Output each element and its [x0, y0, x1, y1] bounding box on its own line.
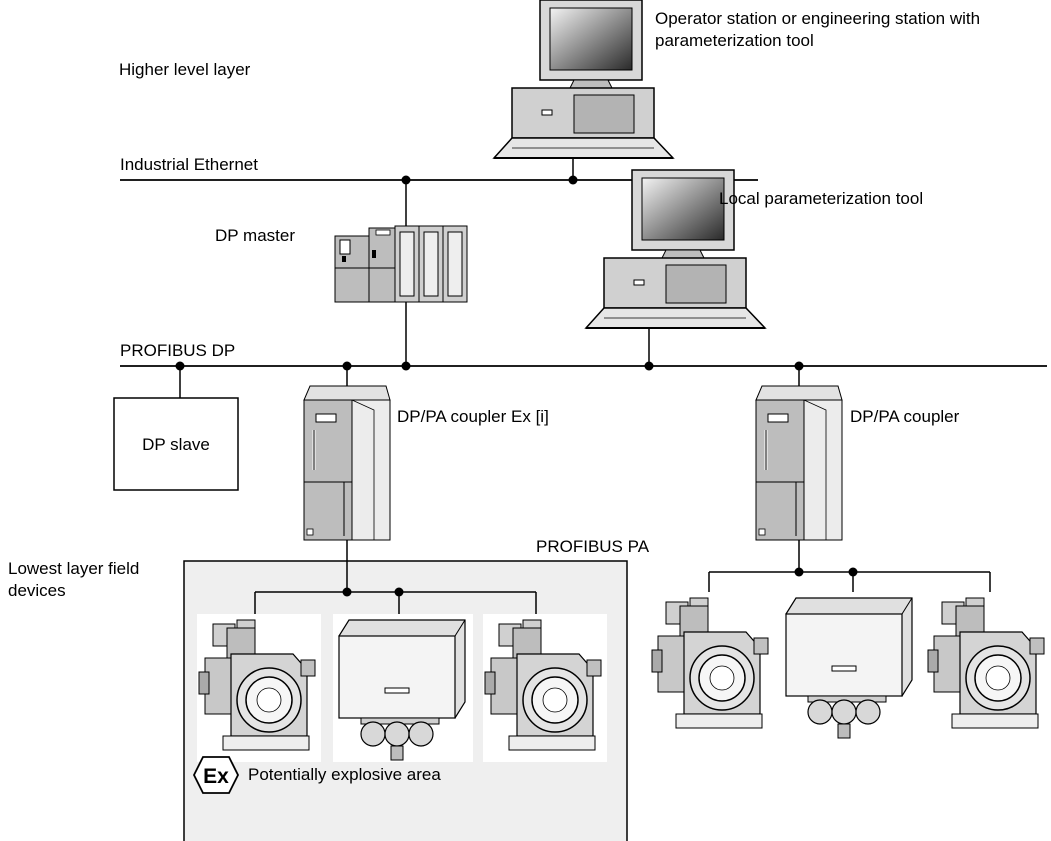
positioner-icon: [332, 613, 474, 763]
profibus-pa-label: PROFIBUS PA: [536, 537, 650, 556]
dp-master-label: DP master: [215, 226, 295, 245]
higher-level-layer-label: Higher level layer: [119, 60, 251, 79]
pressure-transmitter-icon: [925, 591, 1051, 741]
explosive-area-label: Potentially explosive area: [248, 765, 441, 784]
coupler-ex-label: DP/PA coupler Ex [i]: [397, 407, 549, 426]
positioner-icon: [779, 591, 921, 741]
junction-dots: [175, 175, 858, 597]
ex-hazard-icon: Ex: [192, 756, 240, 794]
operator-station-computer-icon: [493, 0, 674, 159]
dp-slave-label: DP slave: [142, 435, 210, 454]
operator-station-label: Operator station or engineering station …: [655, 9, 981, 50]
local-tool-label: Local parameterization tool: [719, 189, 924, 208]
pressure-transmitter-icon: [649, 591, 775, 741]
coupler-ex-coupler-icon: [302, 384, 392, 542]
pressure-transmitter-icon: [482, 613, 608, 763]
dp-slave-box: [113, 397, 239, 491]
pressure-transmitter-icon: [196, 613, 322, 763]
lowest-layer-label: Lowest layer field devices: [8, 559, 140, 600]
coupler-coupler-icon: [754, 384, 844, 542]
industrial-ethernet-label: Industrial Ethernet: [120, 155, 258, 174]
coupler-label: DP/PA coupler: [850, 407, 960, 426]
svg-text:Ex: Ex: [203, 765, 229, 788]
profibus-dp-label: PROFIBUS DP: [120, 341, 236, 360]
plc-rack-icon: [334, 225, 468, 303]
